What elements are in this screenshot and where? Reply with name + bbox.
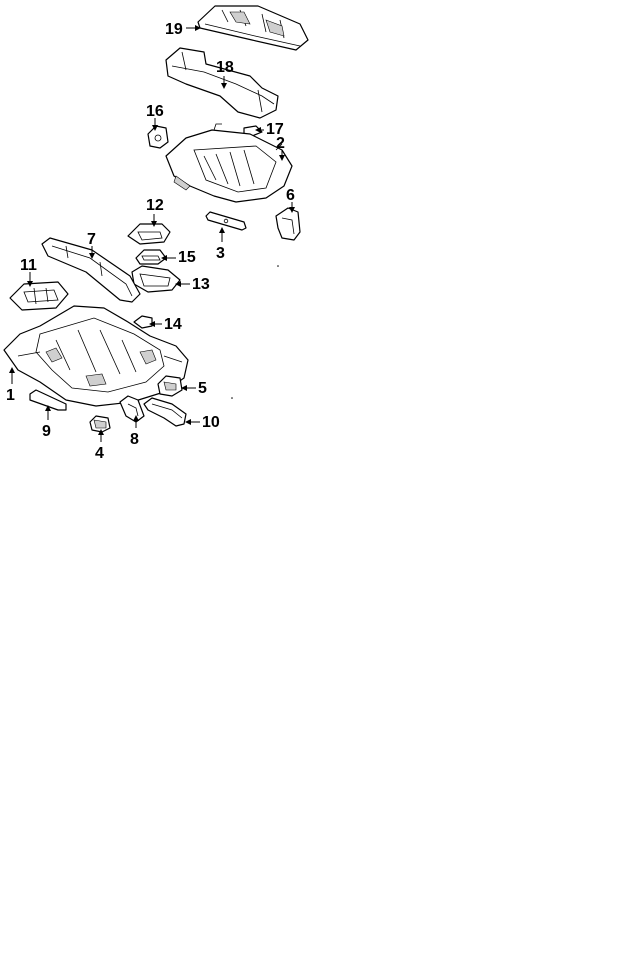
callout-18: 18 xyxy=(216,59,234,76)
part-16-bracket xyxy=(147,125,169,149)
part-2-rear-floor-pan xyxy=(165,123,293,203)
callout-13: 13 xyxy=(192,276,210,293)
part-12-seat-pan xyxy=(127,223,171,245)
part-1-main-floor-pan xyxy=(3,305,189,407)
callout-9: 9 xyxy=(42,423,51,440)
part-13-seat-crossmember xyxy=(131,265,181,293)
part-6-side-bracket xyxy=(275,207,301,241)
part-4-small-bracket xyxy=(89,415,111,433)
speck xyxy=(277,265,279,267)
callout-3: 3 xyxy=(216,245,225,262)
callout-2: 2 xyxy=(276,135,285,152)
part-14-clip xyxy=(133,315,153,329)
part-15-ring-bracket xyxy=(135,249,167,265)
part-19-rear-panel xyxy=(197,5,309,51)
callout-1: 1 xyxy=(6,387,15,404)
callout-4: 4 xyxy=(95,445,104,462)
callout-15: 15 xyxy=(178,249,196,266)
part-10-rear-rail xyxy=(143,397,187,427)
callout-10: 10 xyxy=(202,414,220,431)
part-7-tunnel-reinforcement xyxy=(41,237,141,303)
callout-14: 14 xyxy=(164,316,182,333)
callout-labels: 19 18 16 17 2 6 3 12 15 13 7 11 14 1 5 9… xyxy=(6,21,295,462)
callout-8: 8 xyxy=(130,431,139,448)
speck xyxy=(231,397,233,399)
callout-12: 12 xyxy=(146,197,164,214)
part-11-front-seat-riser xyxy=(9,281,69,311)
leader-lines xyxy=(9,25,295,442)
callout-19: 19 xyxy=(165,21,183,38)
callout-6: 6 xyxy=(286,187,295,204)
part-9-side-rail xyxy=(29,389,67,411)
callout-16: 16 xyxy=(146,103,164,120)
callout-17: 17 xyxy=(266,121,284,138)
callout-11: 11 xyxy=(20,257,37,274)
callout-5: 5 xyxy=(198,380,207,397)
part-3-reinforcement-bar xyxy=(205,211,247,231)
callout-7: 7 xyxy=(87,231,96,248)
